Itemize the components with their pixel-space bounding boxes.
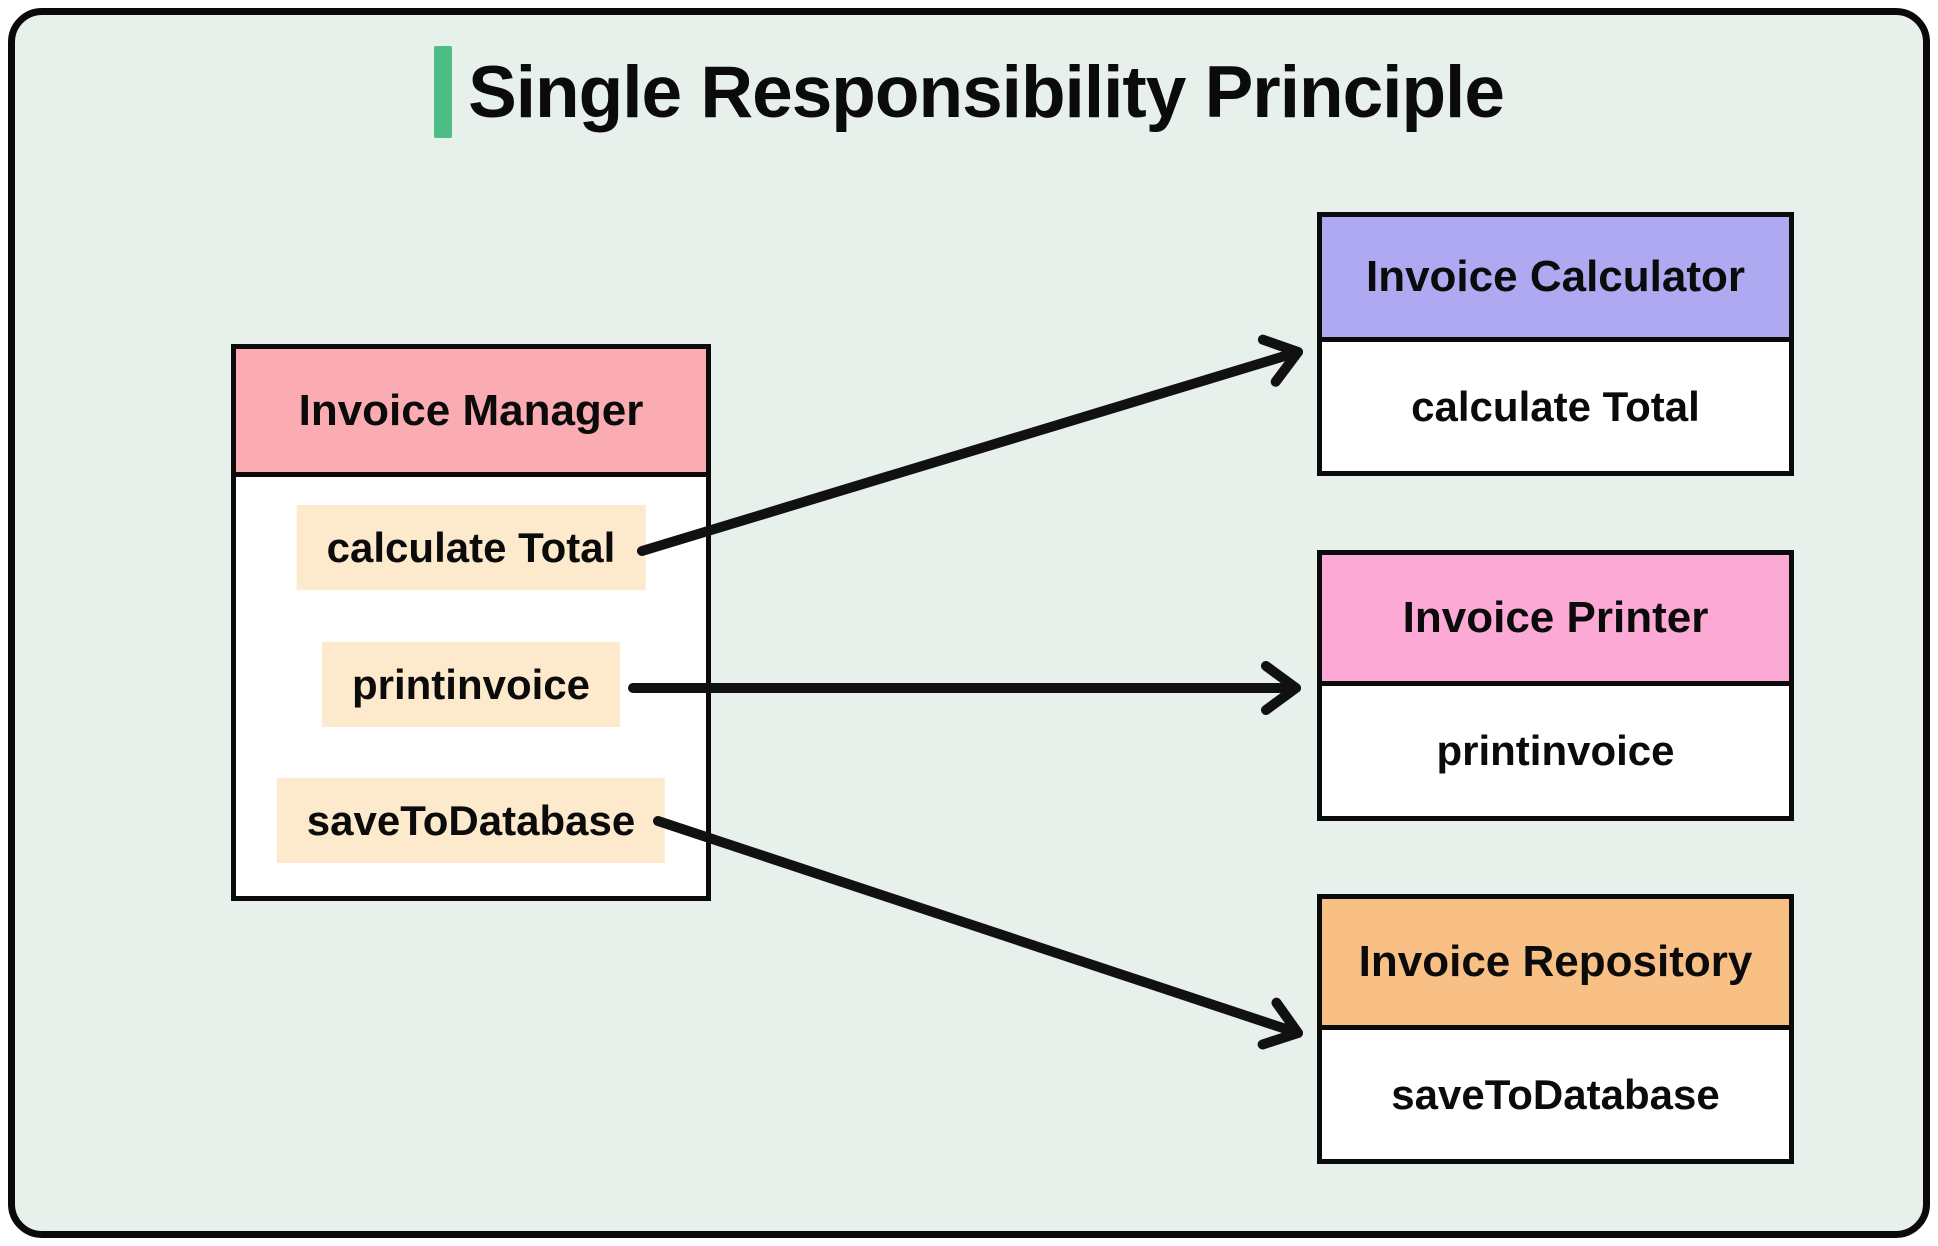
invoice-manager-header: Invoice Manager <box>236 349 706 477</box>
invoice-printer-header: Invoice Printer <box>1322 555 1789 686</box>
method-chip-calculate-total: calculate Total <box>296 505 646 590</box>
invoice-repository-method: saveToDatabase <box>1391 1070 1720 1118</box>
invoice-printer-method: printinvoice <box>1436 727 1675 774</box>
invoice-printer-box: Invoice Printer printinvoice <box>1317 550 1794 821</box>
invoice-calculator-method: calculate Total <box>1411 382 1700 430</box>
invoice-repository-header: Invoice Repository <box>1322 899 1789 1030</box>
method-chip-savetodatabase: saveToDatabase <box>276 778 666 863</box>
title-accent-bar <box>434 46 453 138</box>
invoice-calculator-box: Invoice Calculator calculate Total <box>1317 212 1794 476</box>
invoice-repository-box: Invoice Repository saveToDatabase <box>1317 894 1794 1164</box>
page-title: Single Responsibility Principle <box>468 51 1505 133</box>
title-row: Single Responsibility Principle <box>0 46 1938 138</box>
invoice-manager-box: Invoice Manager calculate Total printinv… <box>231 344 711 901</box>
invoice-calculator-header: Invoice Calculator <box>1322 217 1789 342</box>
method-chip-printinvoice: printinvoice <box>321 642 621 727</box>
